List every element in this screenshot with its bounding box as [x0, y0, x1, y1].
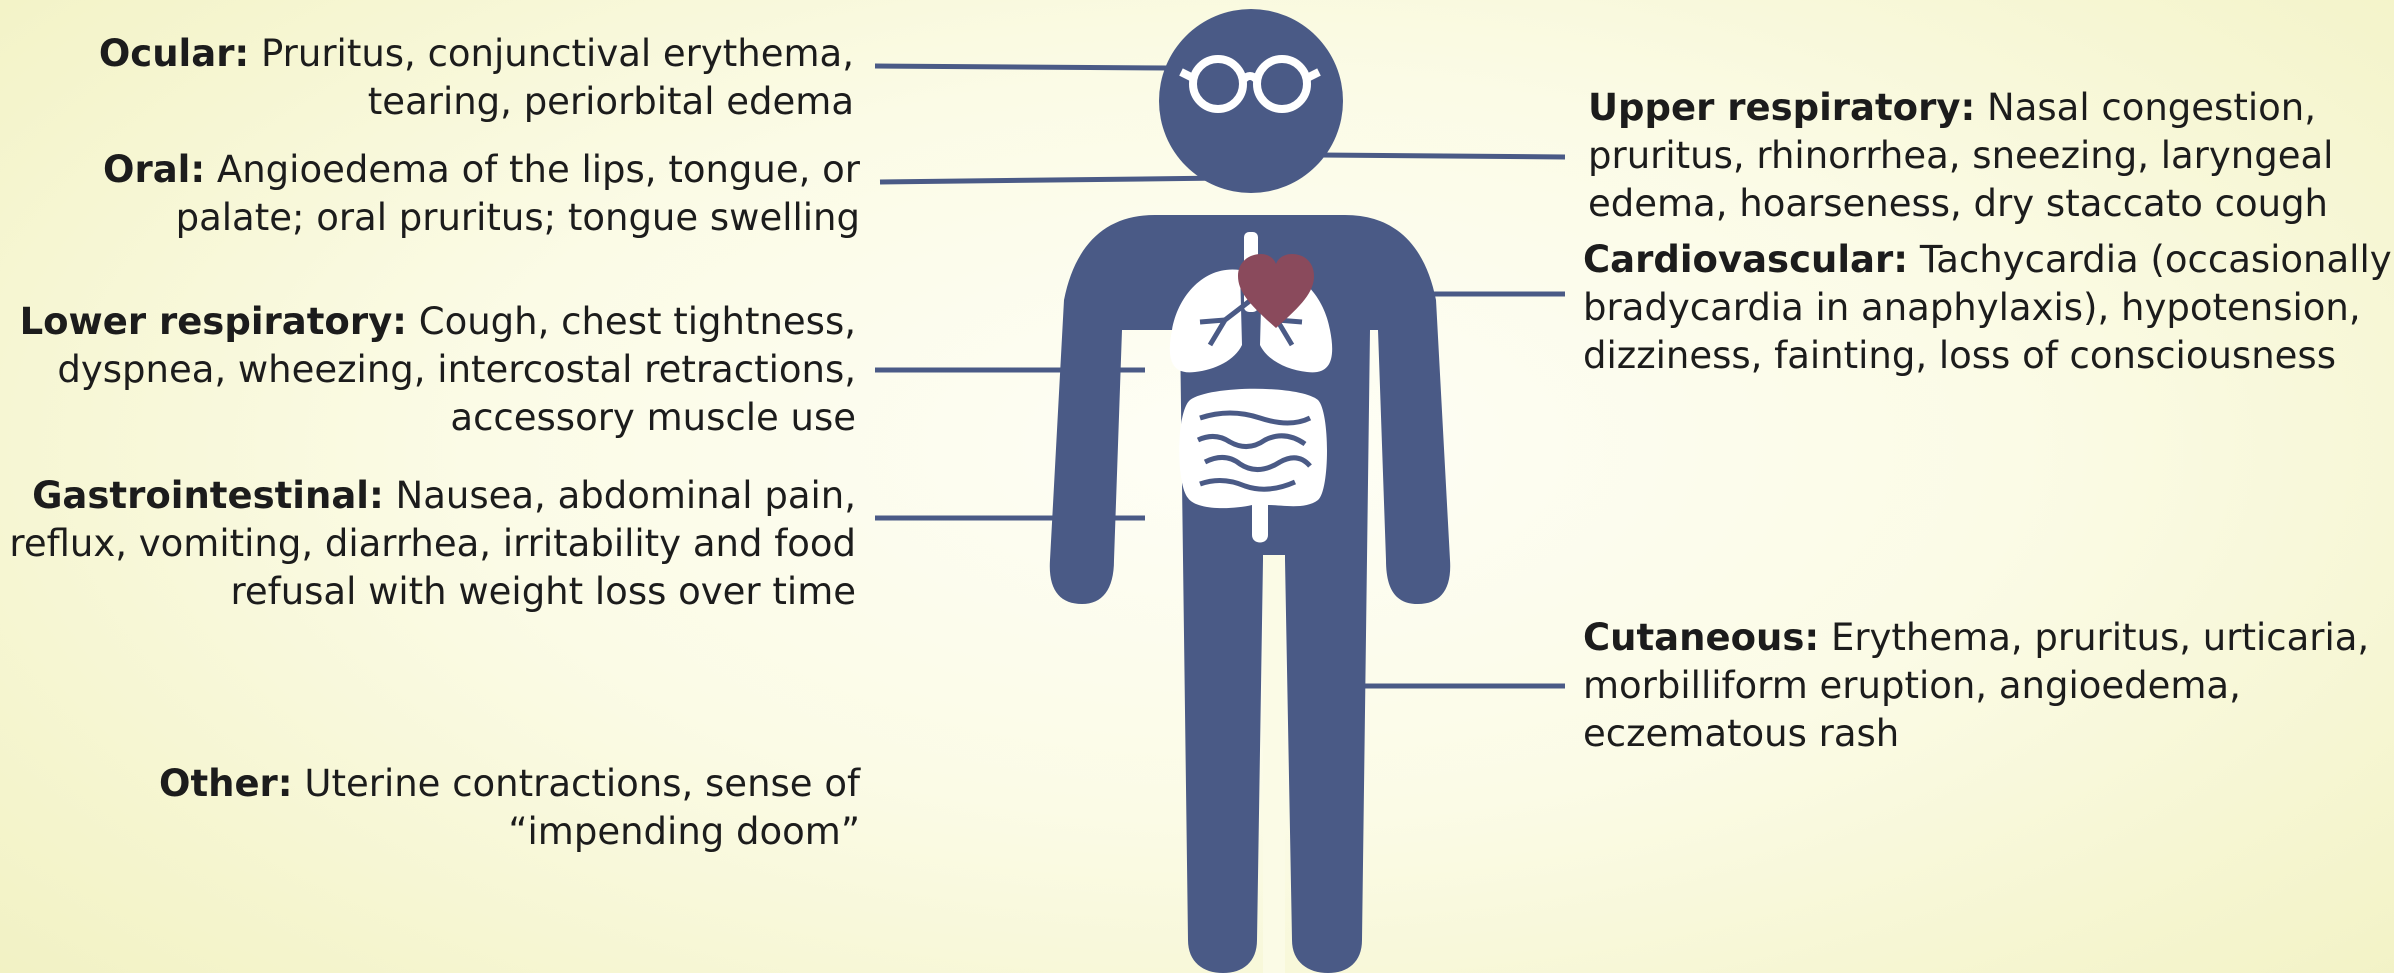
lower-respiratory-symptoms: Lower respiratory: Cough, chest tightnes…: [20, 298, 856, 442]
lower-respiratory-line-1: Cough, chest tightness,: [419, 300, 856, 343]
other-title: Other:: [159, 762, 293, 805]
gastrointestinal-symptoms: Gastrointestinal: Nausea, abdominal pain…: [9, 472, 856, 616]
other-line-1: Uterine contractions, sense of: [304, 762, 860, 805]
oral-symptoms: Oral: Angioedema of the lips, tongue, or…: [103, 146, 860, 242]
leg-gap: [1263, 555, 1285, 973]
ocular-symptoms: Ocular: Pruritus, conjunctival erythema,…: [99, 30, 854, 126]
other-line-2: “impending doom”: [159, 808, 860, 856]
cardiovascular-line-3: dizziness, fainting, loss of consciousne…: [1583, 332, 2392, 380]
torso: [1050, 215, 1450, 973]
oral-title: Oral:: [103, 148, 205, 191]
lower-respiratory-line-3: accessory muscle use: [20, 394, 856, 442]
other-symptoms: Other: Uterine contractions, sense of “i…: [159, 760, 860, 856]
cutaneous-line-3: eczematous rash: [1583, 710, 2369, 758]
ocular-line-2: tearing, periorbital edema: [99, 78, 854, 126]
oral-line-2: palate; oral pruritus; tongue swelling: [103, 194, 860, 242]
gastrointestinal-line-3: refusal with weight loss over time: [9, 568, 856, 616]
oral-line-1: Angioedema of the lips, tongue, or: [217, 148, 860, 191]
gastrointestinal-title: Gastrointestinal:: [32, 474, 384, 517]
gastrointestinal-line-2: reflux, vomiting, diarrhea, irritability…: [9, 520, 856, 568]
cardiovascular-title: Cardiovascular:: [1583, 238, 1908, 281]
cutaneous-line-1: Erythema, pruritus, urticaria,: [1831, 616, 2369, 659]
upper-respiratory-symptoms: Upper respiratory: Nasal congestion, pru…: [1588, 84, 2333, 228]
upper-respiratory-title: Upper respiratory:: [1588, 86, 1975, 129]
connector-upper-respiratory: [1320, 155, 1565, 157]
connector-ocular: [875, 66, 1168, 68]
upper-respiratory-line-1: Nasal congestion,: [1987, 86, 2316, 129]
head: [1159, 9, 1343, 193]
cutaneous-symptoms: Cutaneous: Erythema, pruritus, urticaria…: [1583, 614, 2369, 758]
cardiovascular-symptoms: Cardiovascular: Tachycardia (occasionall…: [1583, 236, 2392, 380]
cardiovascular-line-1: Tachycardia (occasionally: [1920, 238, 2392, 281]
cardiovascular-line-2: bradycardia in anaphylaxis), hypotension…: [1583, 284, 2392, 332]
ocular-title: Ocular:: [99, 32, 249, 75]
cutaneous-line-2: morbilliform eruption, angioedema,: [1583, 662, 2369, 710]
cutaneous-title: Cutaneous:: [1583, 616, 1819, 659]
lower-respiratory-line-2: dyspnea, wheezing, intercostal retractio…: [20, 346, 856, 394]
upper-respiratory-line-2: pruritus, rhinorrhea, sneezing, laryngea…: [1588, 132, 2333, 180]
connector-oral: [880, 178, 1225, 182]
ocular-line-1: Pruritus, conjunctival erythema,: [261, 32, 854, 75]
upper-respiratory-line-3: edema, hoarseness, dry staccato cough: [1588, 180, 2333, 228]
gastrointestinal-line-1: Nausea, abdominal pain,: [396, 474, 856, 517]
lower-respiratory-title: Lower respiratory:: [20, 300, 407, 343]
